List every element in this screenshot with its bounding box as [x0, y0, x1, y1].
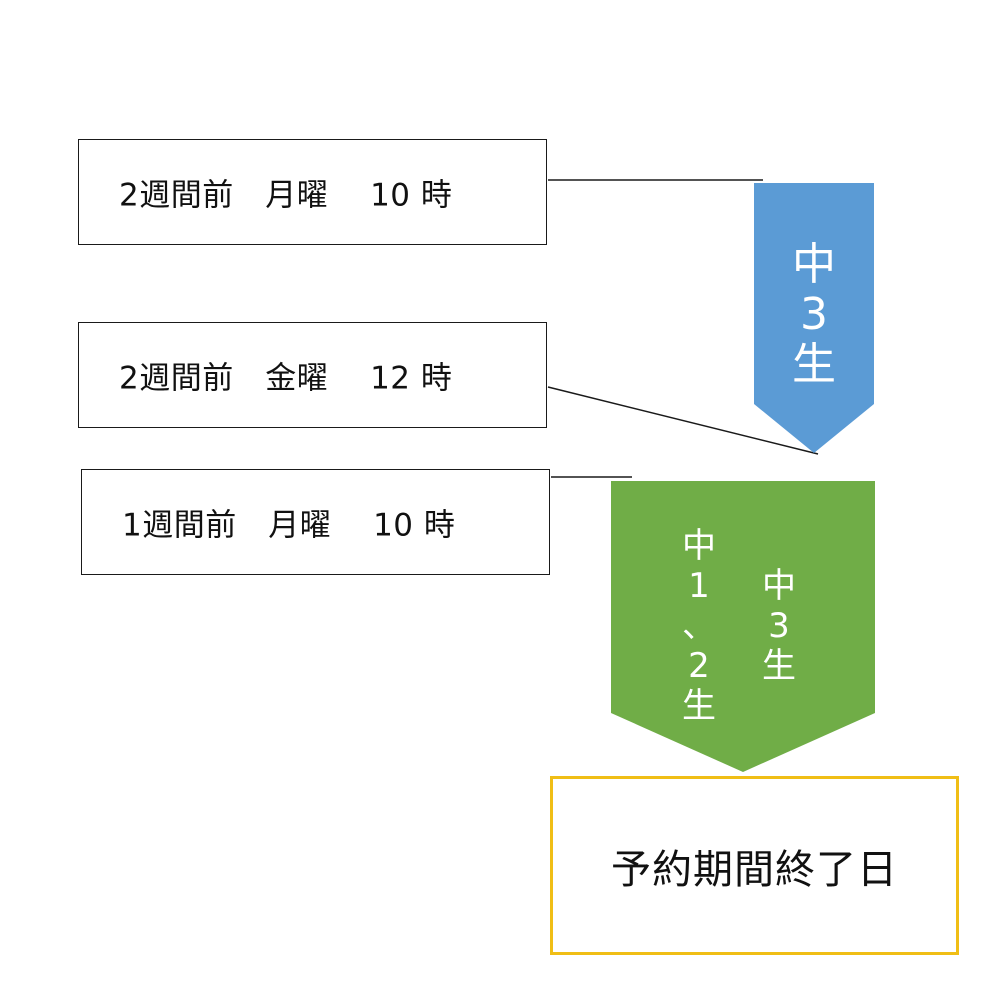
schedule-box-3-label: 1週間前 月曜 10 時 [122, 507, 456, 544]
green-arrow-left-char: 2 [688, 646, 710, 686]
schedule-box-2: 2週間前 金曜 12 時 [78, 322, 547, 428]
reservation-end-box: 予約期間終了日 [550, 776, 959, 955]
green-arrow-left-char: 1 [688, 566, 710, 606]
schedule-box-1: 2週間前 月曜 10 時 [78, 139, 547, 245]
blue-arrow-char: 中 [792, 239, 836, 290]
schedule-box-2-label: 2週間前 金曜 12 時 [119, 360, 453, 397]
schedule-box-1-label: 2週間前 月曜 10 時 [119, 177, 453, 214]
blue-pentagon-arrow [754, 183, 874, 453]
blue-arrow-char: 3 [800, 289, 828, 340]
green-arrow-label-left: 中 1 、 2 生 [672, 526, 726, 726]
blue-arrow-label: 中 3 生 [754, 240, 874, 390]
green-arrow-label-right: 中 3 生 [752, 566, 806, 686]
schedule-box-3: 1週間前 月曜 10 時 [81, 469, 550, 575]
green-arrow-right-char: 3 [768, 606, 790, 646]
green-arrow-left-char: 生 [682, 686, 716, 726]
reservation-end-label: 予約期間終了日 [611, 846, 898, 893]
green-arrow-left-char: 、 [682, 606, 716, 646]
blue-arrow-char: 生 [792, 339, 836, 390]
green-pentagon-arrow [611, 481, 875, 772]
green-arrow-right-char: 生 [762, 646, 796, 686]
green-arrow-left-char: 中 [682, 526, 716, 566]
green-arrow-right-char: 中 [762, 566, 796, 606]
connector-line-2 [547, 386, 819, 455]
